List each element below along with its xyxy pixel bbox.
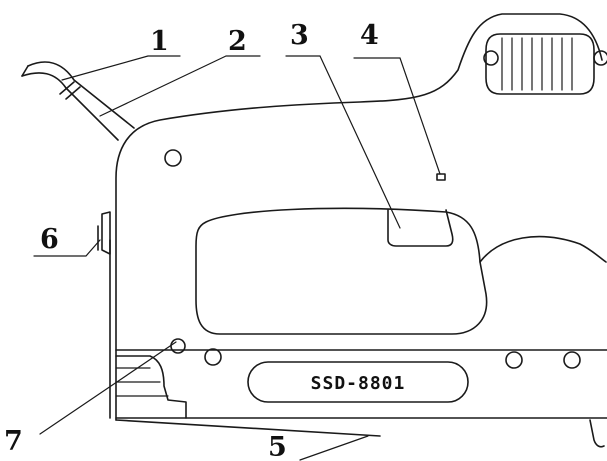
callout-4: 4 [353, 20, 441, 175]
model-plate: SSD-8801 [247, 361, 469, 403]
callout-1-label: 1 [150, 26, 169, 57]
callout-6: 6 [33, 224, 101, 257]
vent-grille [483, 33, 607, 95]
callout-6-label: 6 [40, 224, 59, 255]
callout-4-label: 4 [360, 20, 379, 51]
callout-3-label: 3 [290, 20, 309, 51]
handle-cutout [195, 207, 607, 335]
callout-5-label: 5 [268, 432, 287, 461]
callout-7: 7 [4, 341, 177, 457]
body-screws [164, 149, 581, 369]
tool-body [109, 13, 607, 437]
callout-3: 3 [285, 20, 401, 229]
callout-5: 5 [268, 432, 369, 461]
magazine-bottom [589, 419, 605, 448]
power-cord [21, 61, 135, 141]
trigger [387, 209, 454, 247]
callout-7-label: 7 [4, 426, 23, 457]
side-knob [97, 211, 111, 255]
model-label: SSD-8801 [311, 373, 406, 394]
indicator-square [436, 173, 446, 181]
callout-2: 2 [99, 26, 261, 117]
callout-1: 1 [61, 26, 181, 81]
staple-nose [115, 355, 187, 419]
callout-2-label: 2 [228, 26, 247, 57]
